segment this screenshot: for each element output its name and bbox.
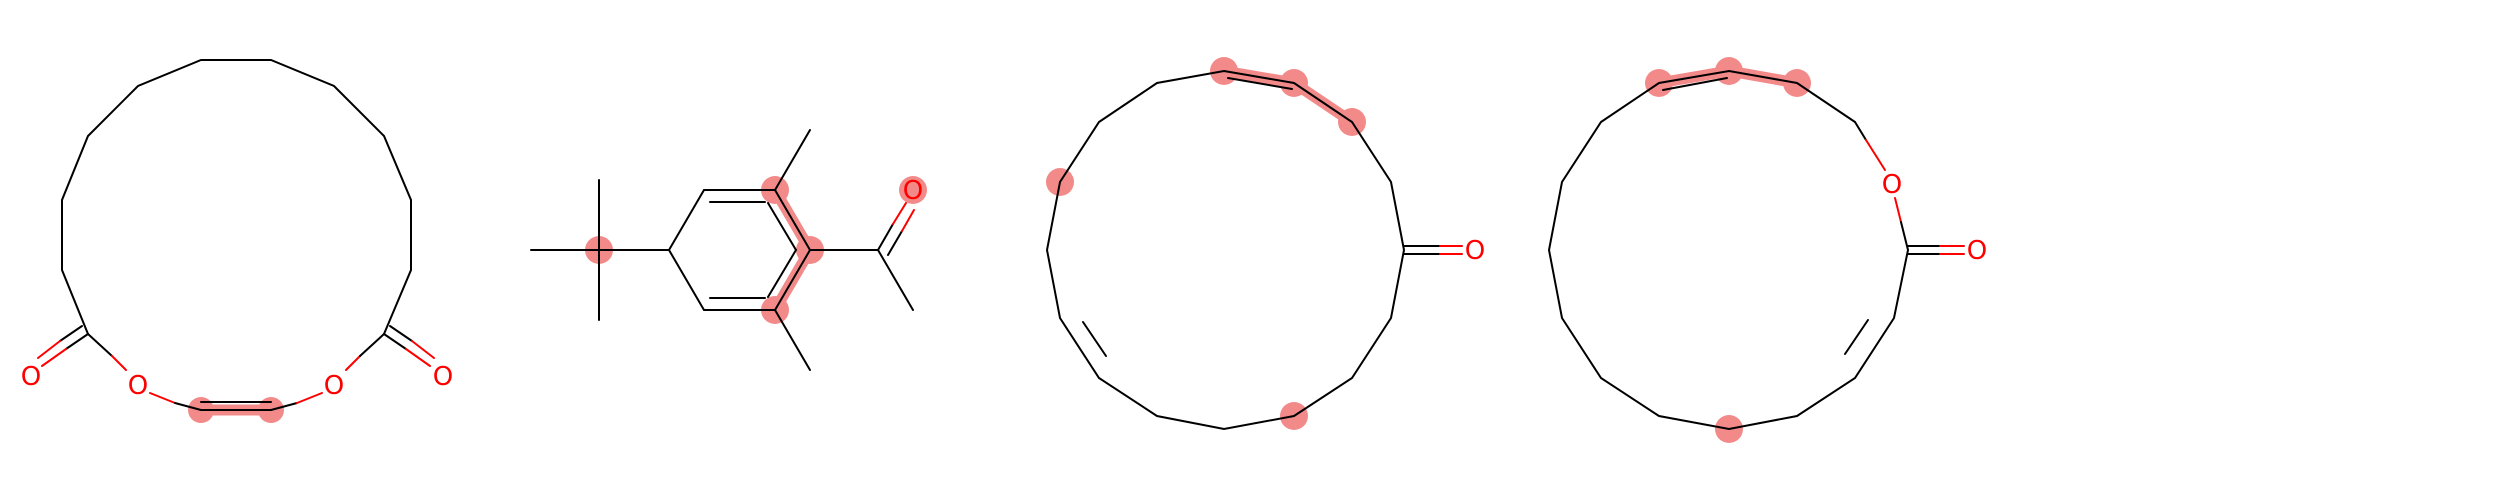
double-bond [405,348,431,367]
bond [774,129,811,191]
bond [877,249,914,311]
highlight-atom [899,176,927,204]
bond [149,392,176,404]
oxygen-atom-label: O [128,371,148,401]
bond [359,333,385,357]
double-bond [887,230,903,256]
oxygen-atom-label: O [1465,236,1485,266]
double-bond [892,202,907,225]
oxygen-atom-label: O [1882,170,1902,200]
double-bond [65,333,89,350]
double-bond [901,209,915,232]
oxygen-atom-label: O [903,176,923,206]
double-bond [877,223,894,251]
oxygen-atom-label: O [433,362,453,392]
molecule-3: O [1045,57,1485,431]
double-bond [411,340,435,359]
double-bond [1662,77,1728,91]
bond [87,333,113,357]
double-bond [389,325,413,342]
bond [774,309,811,371]
molecule-1: O O O O [21,59,453,423]
aromatic-bond [767,202,797,251]
bond [345,355,361,371]
ring-bond [1547,69,1909,431]
bond [1865,139,1886,171]
oxygen-atom-label: O [21,362,41,392]
molecule-4: O O [1547,57,1987,443]
ring-bond [1045,69,1406,431]
bond [270,402,298,411]
bond [111,355,127,371]
ring-bond [61,59,412,335]
double-bond [37,340,61,359]
aromatic-bond [767,249,797,298]
bond [174,402,202,411]
double-bond [1844,319,1869,355]
double-bond [1227,77,1293,90]
molecule-2: O [530,129,927,371]
bond [1894,197,1902,223]
oxygen-atom-label: O [324,371,344,401]
bond [1900,221,1909,251]
double-bond [1082,321,1107,357]
oxygen-atom-label: O [1967,236,1987,266]
double-bond [41,348,67,367]
double-bond [383,333,407,350]
bond [296,392,323,404]
double-bond [59,325,83,342]
bond [1854,121,1867,141]
